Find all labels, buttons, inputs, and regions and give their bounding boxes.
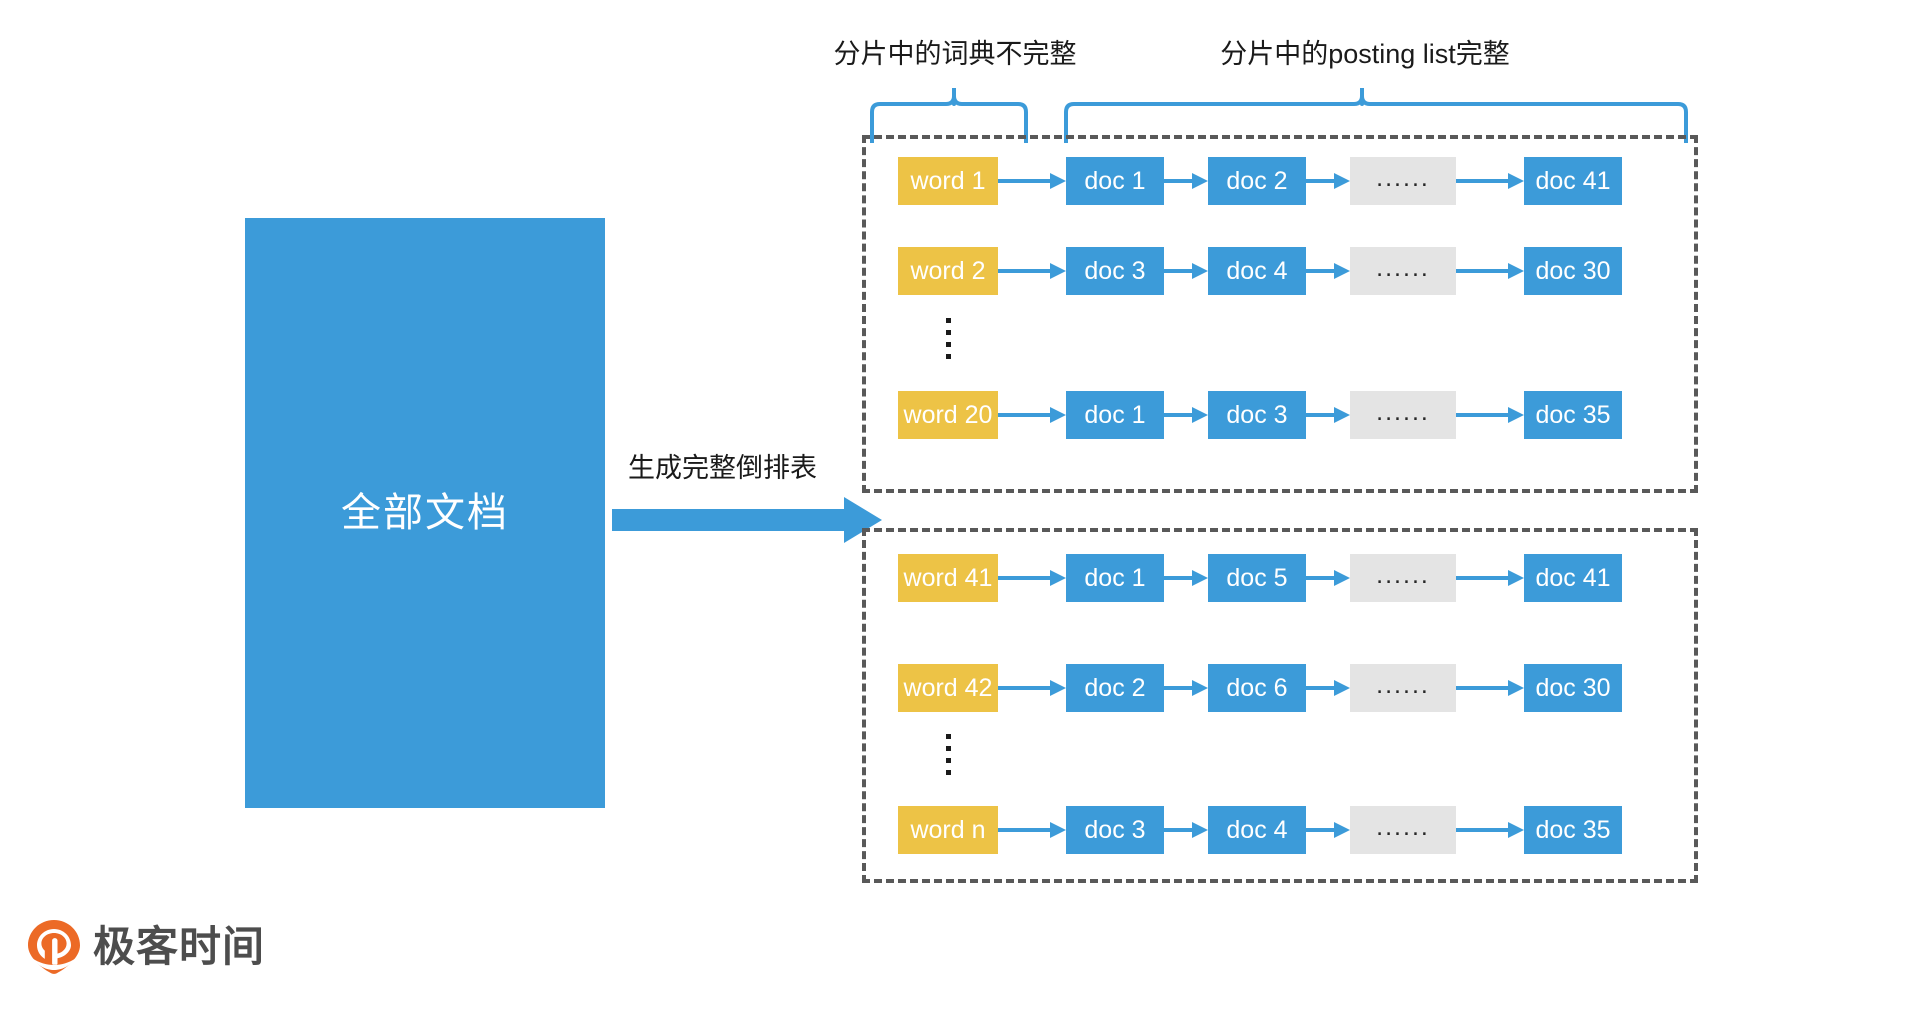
connector-arrow-icon [998,822,1066,838]
word-cell: word 20 [898,391,998,439]
word-cell: word 1 [898,157,998,205]
doc-cell: doc 35 [1524,391,1622,439]
word-cell: word 42 [898,664,998,712]
word-cell: word n [898,806,998,854]
connector-arrow-icon [1456,173,1524,189]
transform-label: 生成完整倒排表 [628,453,817,483]
doc-cell: doc 1 [1066,554,1164,602]
doc-cell: doc 5 [1208,554,1306,602]
all-documents-label: 全部文档 [341,491,509,535]
connector-arrow-icon [1456,407,1524,423]
vertical-ellipsis-icon [898,730,998,778]
doc-cell: doc 1 [1066,157,1164,205]
ellipsis-cell: ...... [1350,554,1456,602]
connector-arrow-icon [1306,822,1350,838]
caption-dictionary-incomplete: 分片中的词典不完整 [833,39,1077,69]
connector-arrow-icon [1164,680,1208,696]
doc-cell: doc 35 [1524,806,1622,854]
doc-cell: doc 4 [1208,247,1306,295]
caption-posting-list-complete: 分片中的posting list完整 [1220,39,1510,69]
table-row: word 41 doc 1 doc 5 ...... doc 41 [866,554,1694,602]
connector-arrow-icon [1164,822,1208,838]
connector-arrow-icon [1164,263,1208,279]
geektime-wordmark: 极客时间 [93,923,266,970]
brace-group [860,86,1700,145]
connector-arrow-icon [1164,570,1208,586]
doc-cell: doc 2 [1066,664,1164,712]
table-row: word n doc 3 doc 4 ...... doc 35 [866,806,1694,854]
connector-arrow-icon [1306,263,1350,279]
doc-cell: doc 41 [1524,157,1622,205]
doc-cell: doc 3 [1066,247,1164,295]
doc-cell: doc 1 [1066,391,1164,439]
connector-arrow-icon [1306,173,1350,189]
doc-cell: doc 2 [1208,157,1306,205]
connector-arrow-icon [1456,570,1524,586]
connector-arrow-icon [1306,680,1350,696]
table-row: word 20 doc 1 doc 3 ...... doc 35 [866,391,1694,439]
doc-cell: doc 30 [1524,664,1622,712]
connector-arrow-icon [1306,570,1350,586]
doc-cell: doc 3 [1066,806,1164,854]
geektime-logo: 极客时间 [28,920,265,974]
word-cell: word 41 [898,554,998,602]
doc-cell: doc 6 [1208,664,1306,712]
connector-arrow-icon [998,263,1066,279]
word-cell: word 2 [898,247,998,295]
vertical-ellipsis-icon [898,314,998,362]
connector-arrow-icon [1456,680,1524,696]
ellipsis-cell: ...... [1350,157,1456,205]
ellipsis-cell: ...... [1350,247,1456,295]
all-documents-block: 全部文档 [245,218,605,808]
connector-arrow-icon [998,680,1066,696]
connector-arrow-icon [1456,822,1524,838]
connector-arrow-icon [1164,407,1208,423]
connector-arrow-icon [998,570,1066,586]
table-row: word 1 doc 1 doc 2 ...... doc 41 [866,157,1694,205]
shard-2-container: word 41 doc 1 doc 5 ...... doc 41 word 4… [862,528,1698,883]
doc-cell: doc 3 [1208,391,1306,439]
doc-cell: doc 41 [1524,554,1622,602]
connector-arrow-icon [998,173,1066,189]
ellipsis-cell: ...... [1350,664,1456,712]
connector-arrow-icon [1306,407,1350,423]
geektime-pin-icon [28,920,80,974]
connector-arrow-icon [1164,173,1208,189]
ellipsis-cell: ...... [1350,391,1456,439]
table-row: word 42 doc 2 doc 6 ...... doc 30 [866,664,1694,712]
doc-cell: doc 4 [1208,806,1306,854]
ellipsis-cell: ...... [1350,806,1456,854]
table-row: word 2 doc 3 doc 4 ...... doc 30 [866,247,1694,295]
doc-cell: doc 30 [1524,247,1622,295]
shard-1-container: word 1 doc 1 doc 2 ...... doc 41 word 2 … [862,135,1698,493]
transform-arrow-icon [612,497,882,543]
connector-arrow-icon [998,407,1066,423]
connector-arrow-icon [1456,263,1524,279]
